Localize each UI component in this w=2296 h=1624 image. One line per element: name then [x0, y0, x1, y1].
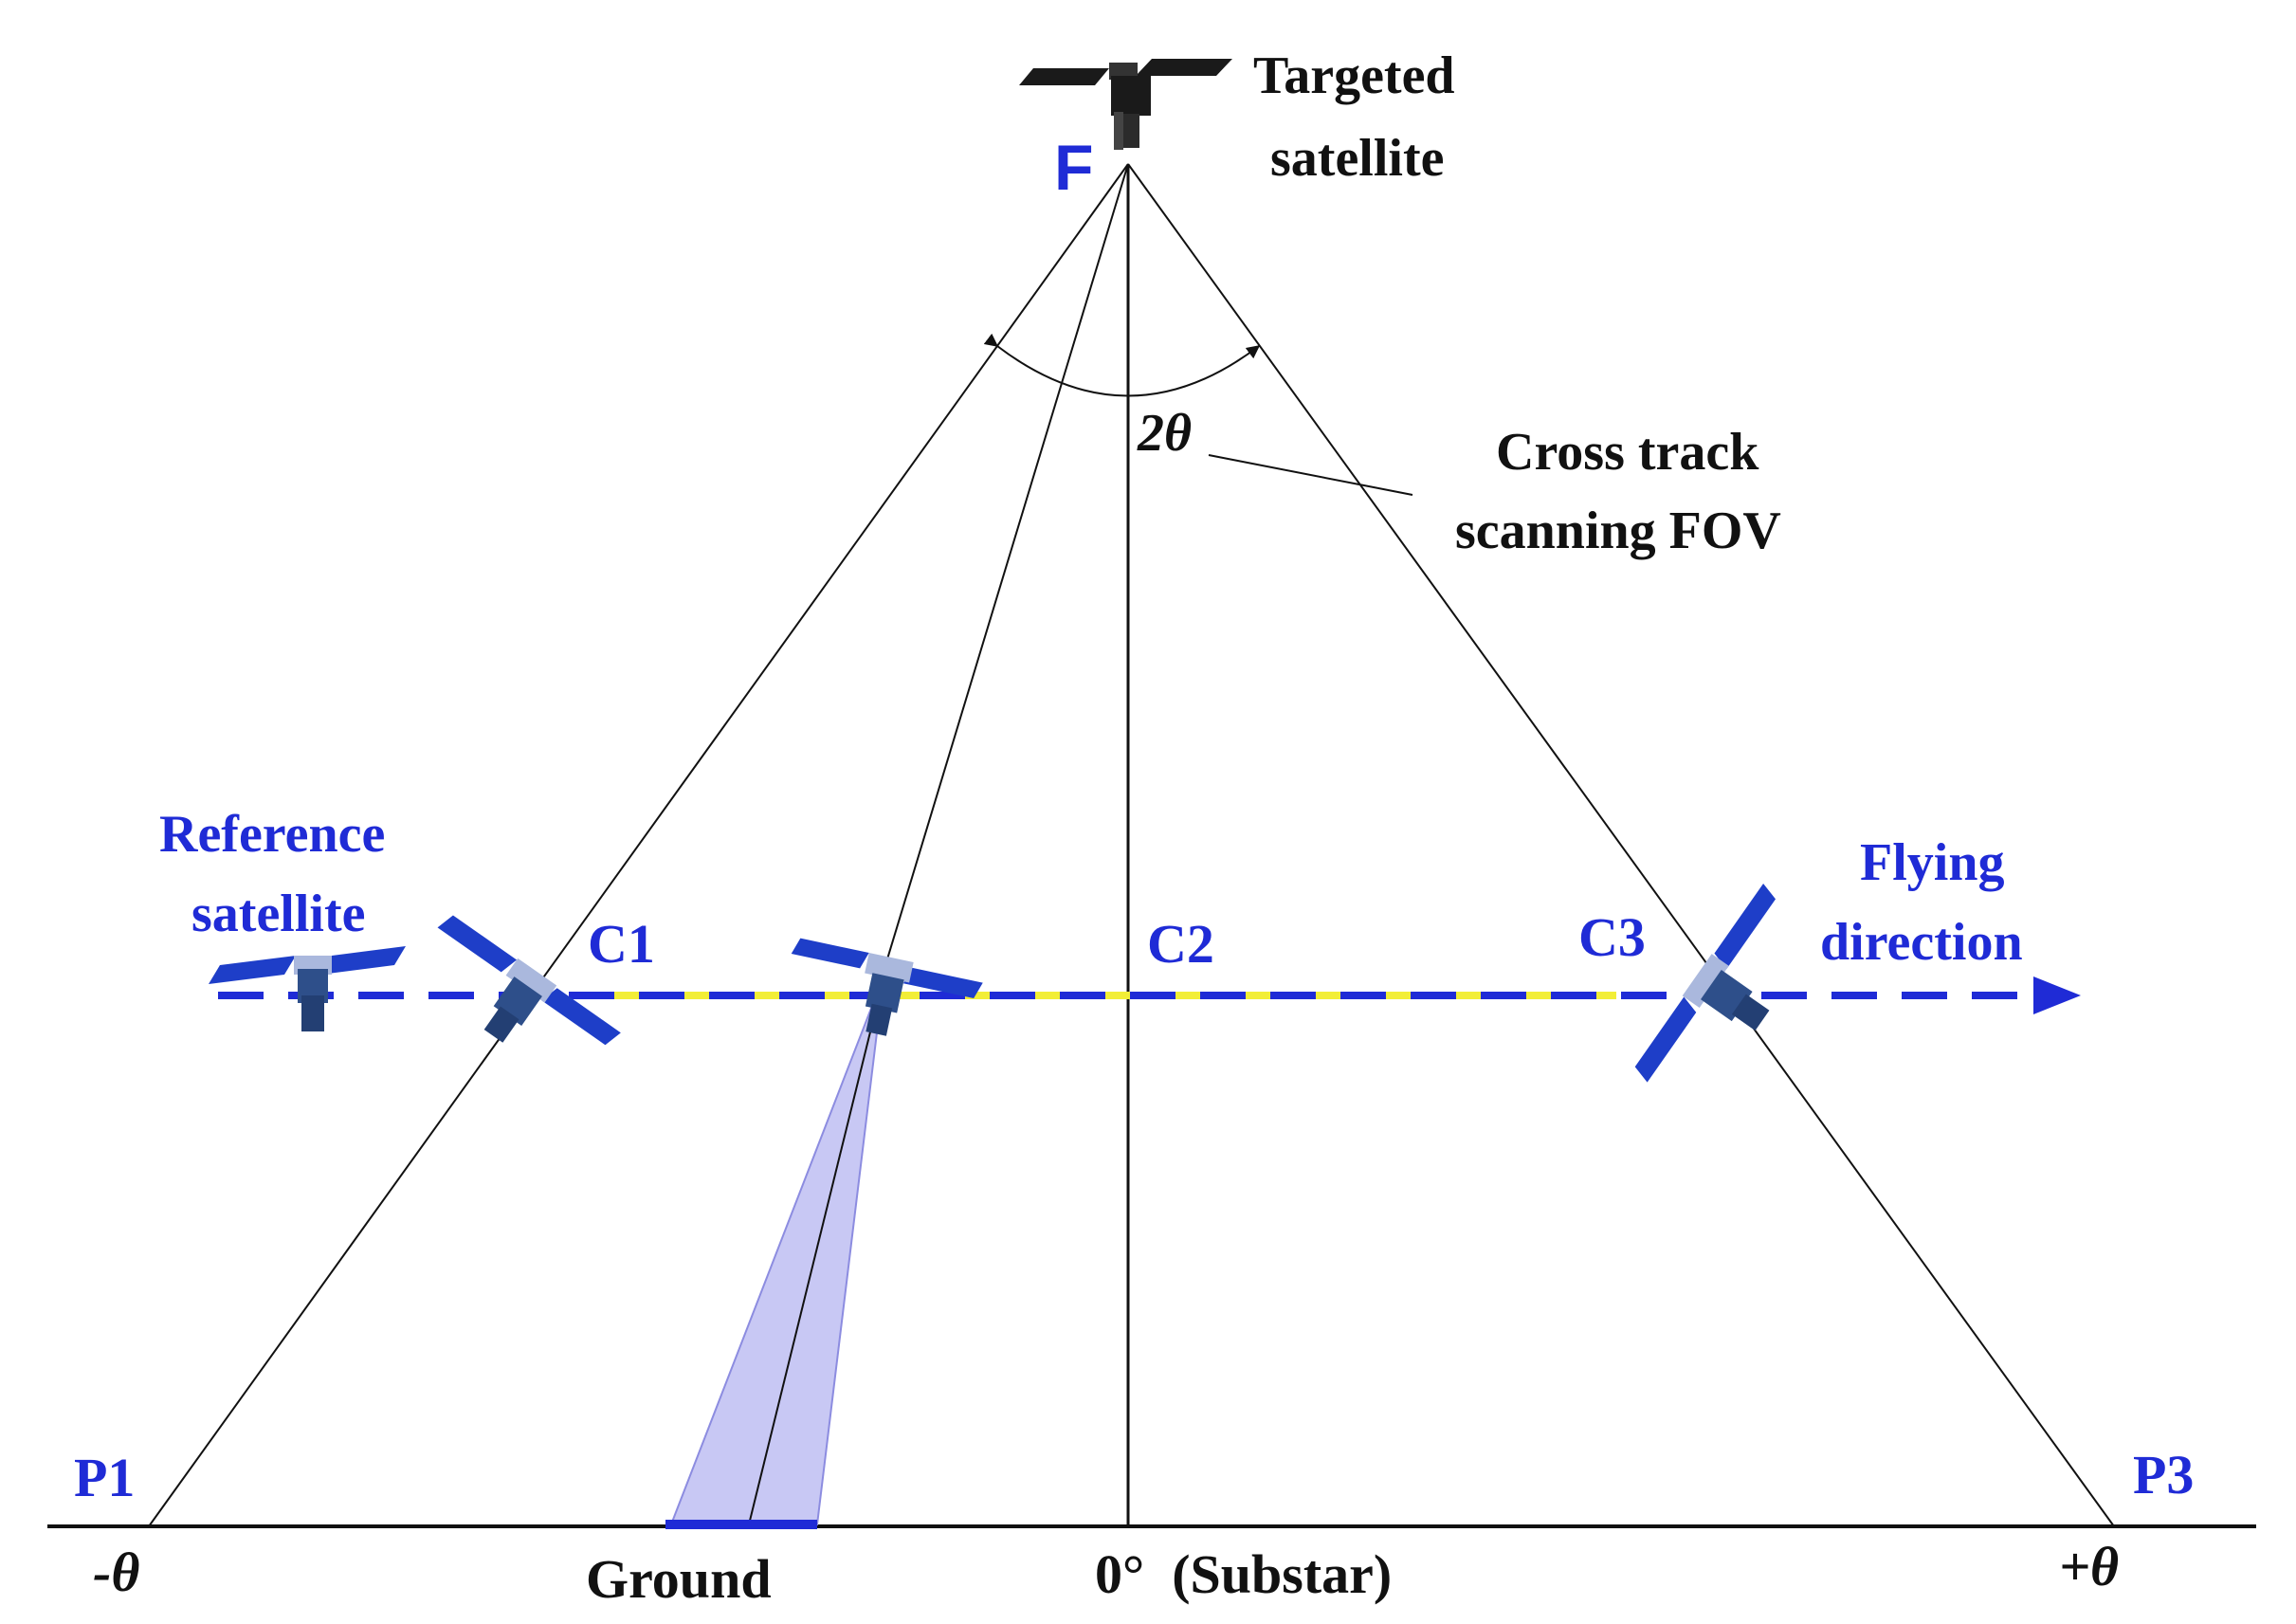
- targeted-satellite-label-2: satellite: [1270, 129, 1444, 188]
- reference-satellite-label-1: Reference: [159, 805, 385, 864]
- footprint-center-line: [748, 993, 881, 1525]
- focus-point-label: F: [1054, 132, 1094, 204]
- fov-right-boundary: [1127, 163, 2115, 1527]
- fov-label-2: scanning FOV: [1455, 502, 1781, 560]
- fov-left-boundary: [148, 163, 1129, 1527]
- satellite-middle-icon: [791, 938, 983, 1036]
- fov-label-1: Cross track: [1496, 423, 1759, 482]
- p3-label: P3: [2133, 1444, 2194, 1505]
- minus-theta-label: -θ: [93, 1542, 139, 1603]
- flying-arrowhead: [2033, 976, 2081, 1014]
- angle-label: 2θ: [1137, 404, 1192, 463]
- c3-label: C3: [1578, 906, 1646, 968]
- ground-footprint: [669, 993, 884, 1525]
- angle-arc: [983, 333, 1261, 397]
- ground-label: Ground: [586, 1548, 772, 1610]
- plus-theta-label: +θ: [2059, 1536, 2119, 1597]
- p1-label: P1: [74, 1447, 135, 1508]
- satellite-c1-icon: [437, 915, 621, 1046]
- targeted-satellite-label-1: Targeted: [1253, 46, 1455, 105]
- satellite-c3-icon: [1634, 883, 1777, 1083]
- reference-satellite-icon: [209, 946, 406, 1031]
- substar-label: 0° (Substar): [1095, 1543, 1392, 1605]
- targeted-satellite-icon: [1019, 59, 1232, 150]
- flying-direction-label-2: direction: [1820, 913, 2023, 972]
- line-of-sight: [876, 163, 1129, 994]
- c1-label: C1: [588, 913, 655, 975]
- c2-label: C2: [1147, 913, 1214, 975]
- reference-satellite-label-2: satellite: [191, 885, 365, 943]
- fov-leader-line: [1208, 454, 1413, 496]
- flying-direction-label-1: Flying: [1860, 833, 2004, 892]
